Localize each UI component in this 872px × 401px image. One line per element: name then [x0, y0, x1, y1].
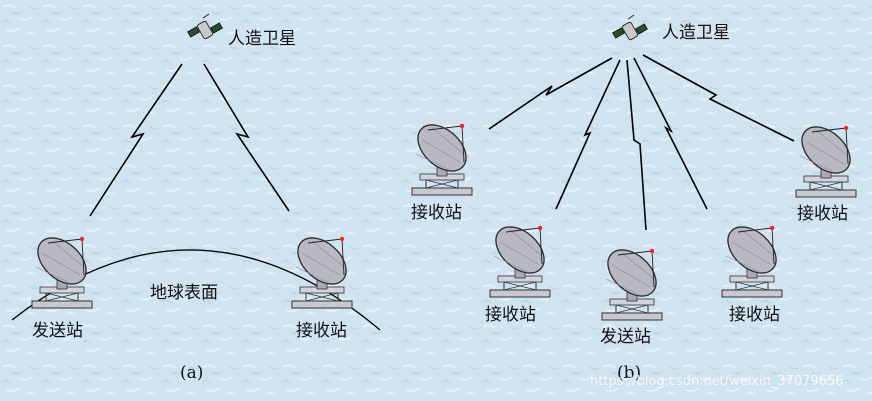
receiver-station-label: 接收站	[485, 305, 536, 325]
satellite-label-b: 人造卫星	[662, 23, 730, 43]
receiver-station-label-a: 接收站	[296, 321, 347, 341]
caption-a: (a)	[180, 363, 204, 383]
lightning-link-icon	[642, 54, 795, 142]
satellite-label-a: 人造卫星	[228, 29, 296, 49]
lightning-link-icon	[203, 63, 290, 212]
earth-surface-label: 地球表面	[150, 283, 218, 303]
sender-station-label-a: 发送站	[32, 321, 83, 341]
watermark: https://blog.csdn.net/weixin_37079656	[590, 374, 844, 389]
receiver-station-label: 接收站	[411, 203, 462, 223]
caption-b: (b)	[617, 363, 642, 383]
lightning-link-icon	[626, 59, 647, 231]
lightning-link-icon	[555, 59, 621, 210]
receiver-station-label: 接收站	[729, 305, 780, 325]
lightning-link-icon	[488, 57, 613, 130]
lightning-link-icon	[633, 57, 708, 210]
receiver-station-label: 接收站	[797, 204, 848, 224]
lightning-link-icon	[89, 63, 183, 217]
sender-station-label-b: 发送站	[600, 327, 651, 347]
